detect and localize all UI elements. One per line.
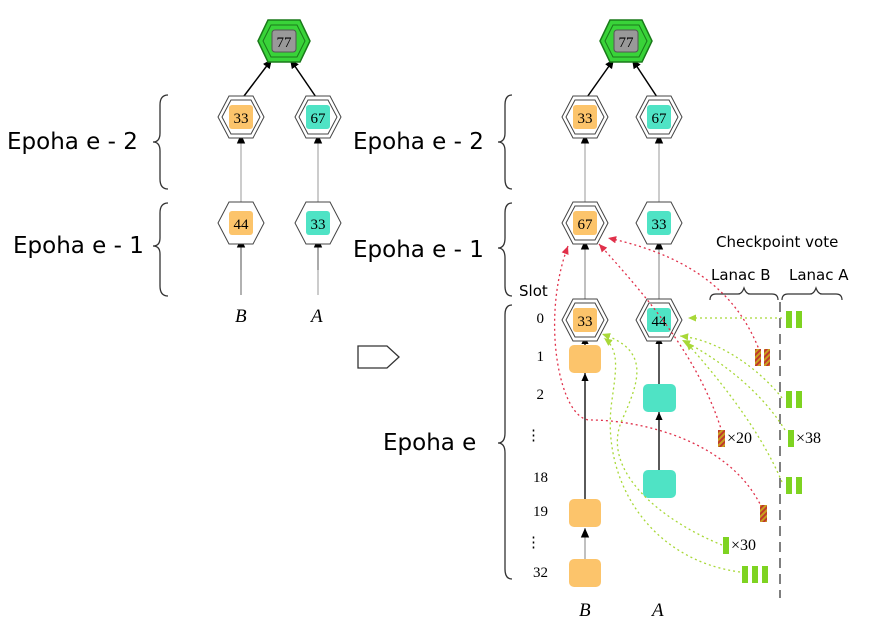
right-branch-b-label: B xyxy=(579,600,591,621)
vote-b-slot19 xyxy=(760,505,767,522)
vote-b-slot1-1 xyxy=(755,349,761,366)
right-e2-b-label: 33 xyxy=(578,111,593,127)
right-brace-e2 xyxy=(497,94,513,190)
block-a-slot-2 xyxy=(643,384,676,412)
brace-validator-a xyxy=(781,286,843,301)
green-vote-arrows xyxy=(601,314,786,573)
left-brace-e2 xyxy=(152,94,169,190)
right-e-b-block: 33 xyxy=(561,298,609,342)
votes-validator-a xyxy=(723,311,802,583)
green-vote-6 xyxy=(603,337,741,573)
left-branch-b-label: B xyxy=(235,306,247,327)
right-e-a-label: 44 xyxy=(652,314,668,330)
left-e1-a-label: 33 xyxy=(311,217,326,233)
right-e2-b-block: 33 xyxy=(561,95,609,139)
mult-b-20: ×20 xyxy=(727,430,753,447)
votes-validator-b xyxy=(718,349,770,522)
left-edge-a-to-root xyxy=(289,58,319,101)
right-e2-a-block: 67 xyxy=(635,95,683,139)
green-vote-5 xyxy=(601,333,723,546)
right-e-a-block: 44 xyxy=(635,298,683,342)
left-brace-e1 xyxy=(152,202,169,297)
next-arrow-icon xyxy=(357,345,400,369)
vote-a-low xyxy=(723,537,729,554)
vote-a-slot18-1 xyxy=(786,477,792,494)
left-root-label: 77 xyxy=(277,35,293,51)
left-branch-a-label: A xyxy=(311,306,323,327)
right-e2-a-label: 67 xyxy=(652,111,668,127)
right-root-label: 77 xyxy=(619,35,635,51)
vote-a-slot32-2 xyxy=(752,566,758,583)
vote-a-slot0-2 xyxy=(796,311,802,328)
right-e1-b-label: 67 xyxy=(578,217,594,233)
vote-b-slot1-2 xyxy=(764,349,770,366)
left-root-block: 77 xyxy=(257,19,311,63)
checkpoint-vote-heading: Checkpoint vote xyxy=(716,233,839,251)
block-b-slot-19 xyxy=(569,499,601,527)
vote-a-slot0-1 xyxy=(786,311,792,328)
red-vote-1 xyxy=(607,236,761,353)
right-e1-a-block: 33 xyxy=(635,201,683,245)
left-e2-b-label: 33 xyxy=(234,111,249,127)
validator-b-heading: Lanac B xyxy=(711,266,771,284)
left-e2-a-label: 67 xyxy=(311,111,327,127)
slot-label-19: 19 xyxy=(533,504,548,520)
right-epoch-e1-label: Epoha e - 1 xyxy=(353,237,484,263)
left-e1-b-label: 44 xyxy=(234,217,250,233)
left-e1-b-block: 44 xyxy=(217,201,265,245)
right-epoch-e2-label: Epoha e - 2 xyxy=(353,129,484,155)
vote-a-mid xyxy=(788,430,794,447)
green-vote-2 xyxy=(679,333,783,399)
right-tree: 77 33 67 67 xyxy=(497,19,843,598)
slot-label-32: 32 xyxy=(533,565,548,581)
right-edge-b-to-root xyxy=(584,58,615,101)
right-epoch-e-label: Epoha e xyxy=(383,430,477,456)
slot-label-dots-2: ⋮ xyxy=(526,535,541,551)
mult-30: ×30 xyxy=(731,537,757,554)
right-root-block: 77 xyxy=(599,19,653,63)
block-b-slot-1 xyxy=(569,345,601,373)
vote-a-slot32-3 xyxy=(762,566,768,583)
red-vote-3 xyxy=(553,245,763,509)
block-a-slot-18 xyxy=(643,470,676,498)
right-brace-e xyxy=(497,304,513,580)
slot-label-0: 0 xyxy=(536,311,545,327)
vote-a-slot18-2 xyxy=(796,477,802,494)
slot-header: Slot xyxy=(519,282,548,300)
block-b-slot-32 xyxy=(569,559,601,587)
slot-label-dots-1: ⋮ xyxy=(526,428,541,444)
green-vote-4 xyxy=(685,341,783,483)
right-e1-b-block: 67 xyxy=(561,201,609,245)
left-tree: 77 33 67 44 xyxy=(152,19,342,297)
right-branch-a-label: A xyxy=(652,600,664,621)
left-e2-b-block: 33 xyxy=(217,95,265,139)
right-edge-a-to-root xyxy=(631,58,660,101)
slot-label-2: 2 xyxy=(536,387,545,403)
mult-a-38: ×38 xyxy=(796,430,822,447)
validator-a-heading: Lanac A xyxy=(789,266,849,284)
red-vote-arrows xyxy=(553,236,763,509)
green-vote-3 xyxy=(681,339,786,431)
slot-label-1: 1 xyxy=(536,349,545,365)
vote-a-slot2-1 xyxy=(786,391,792,408)
brace-validator-b xyxy=(709,286,779,301)
right-e-b-label: 33 xyxy=(578,314,593,330)
vote-b-mid xyxy=(718,430,725,447)
left-e2-a-block: 67 xyxy=(294,95,342,139)
left-edge-b-to-root xyxy=(240,58,273,101)
left-e1-a-block: 33 xyxy=(294,201,342,245)
left-epoch-e1-label: Epoha e - 1 xyxy=(13,233,144,259)
left-epoch-e2-label: Epoha e - 2 xyxy=(7,129,138,155)
vote-a-slot32-1 xyxy=(742,566,748,583)
right-brace-e1 xyxy=(497,202,513,297)
slot-label-18: 18 xyxy=(533,470,548,486)
right-e1-a-label: 33 xyxy=(652,217,667,233)
vote-a-slot2-2 xyxy=(796,391,802,408)
